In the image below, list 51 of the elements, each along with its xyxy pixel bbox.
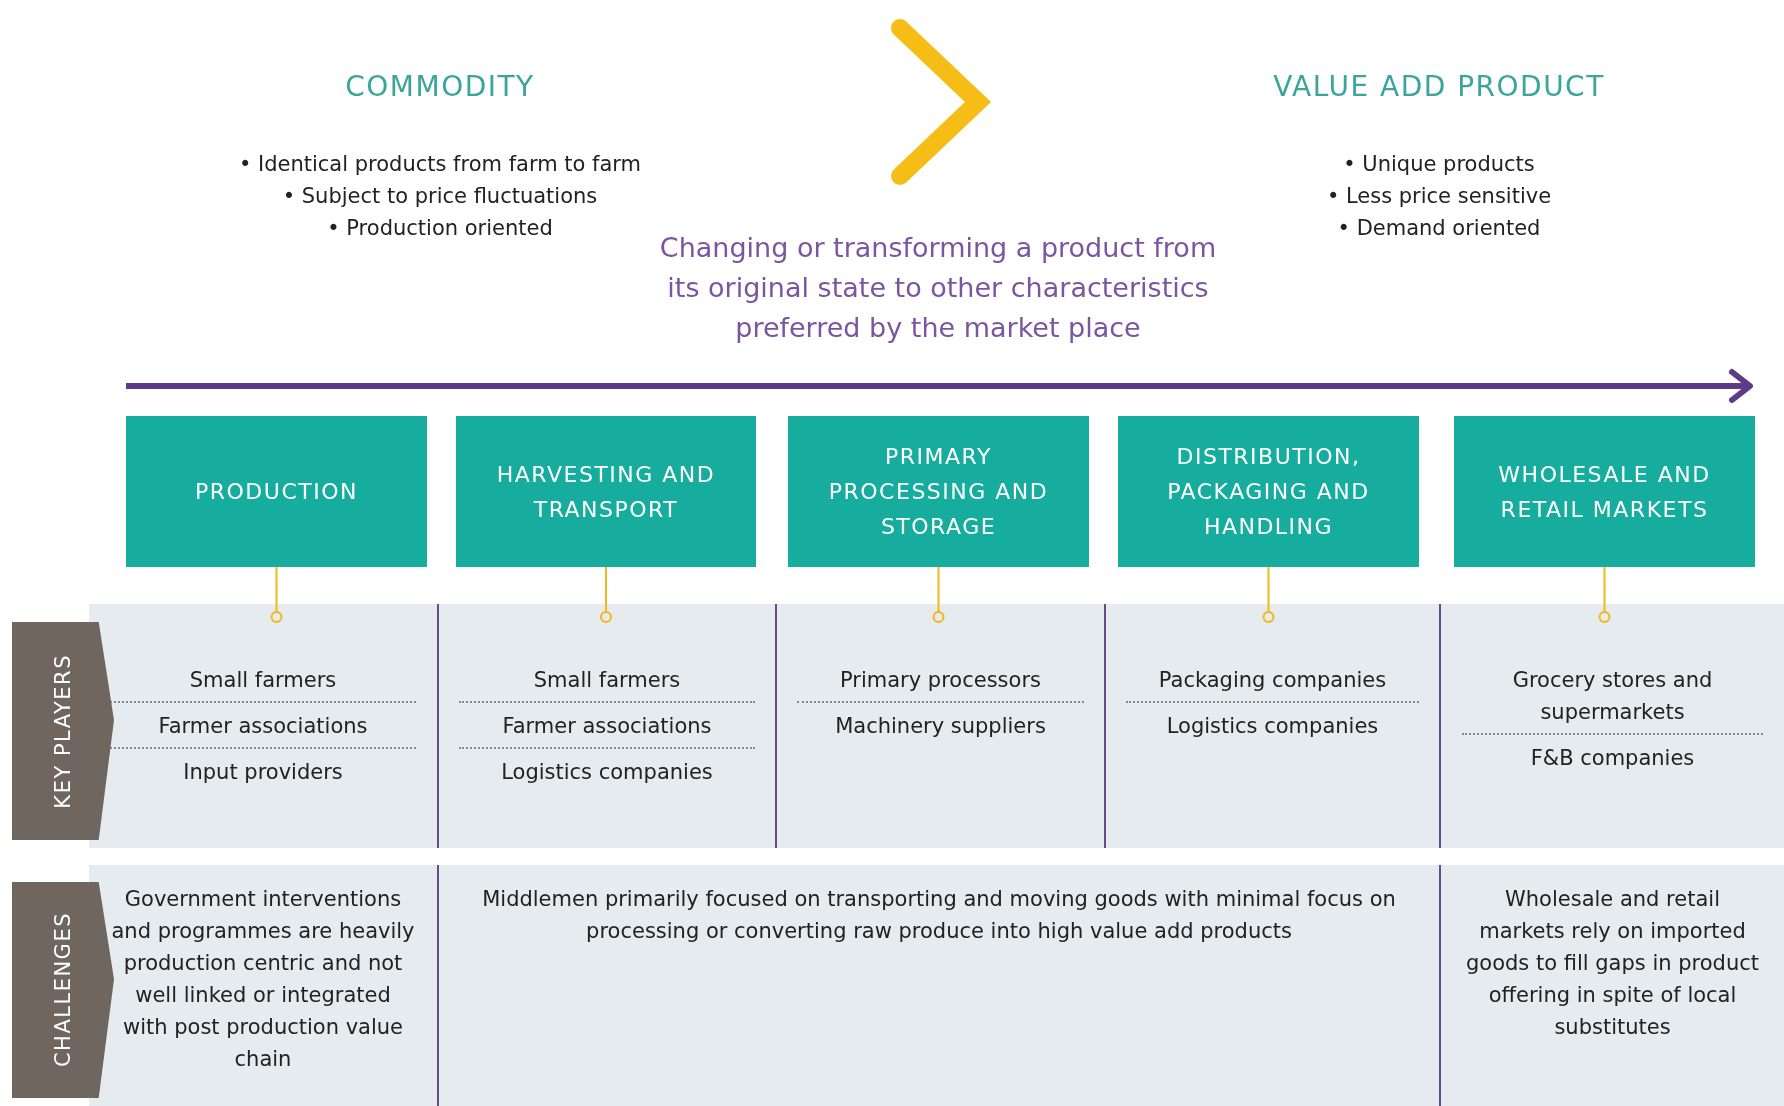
player-text: Logistics companies — [500, 759, 714, 786]
stage-box — [788, 416, 1089, 567]
stage-title: DISTRIBUTION, PACKAGING AND HANDLING — [1166, 443, 1371, 541]
leader-line — [600, 566, 612, 623]
bullet-item: • Unique products — [1342, 152, 1536, 176]
section-heading: COMMODITY — [344, 70, 536, 103]
stage-title: WHOLESALE AND RETAIL MARKETS — [1497, 460, 1712, 524]
bullet-item: • Production oriented — [326, 216, 554, 240]
leader-line — [270, 566, 283, 623]
leader-line — [1262, 566, 1275, 623]
player-text: Small farmers — [188, 667, 338, 694]
row-header-text: KEY PLAYERS — [51, 653, 75, 809]
key-players-panel — [775, 604, 1104, 848]
player-text: F&B companies — [1529, 745, 1696, 772]
key-players-panel — [89, 604, 437, 848]
row-header-tab — [12, 622, 114, 840]
stage-title: HARVESTING AND TRANSPORT — [495, 460, 717, 524]
key-players-panel — [1439, 604, 1784, 848]
player-text: Primary processors — [839, 667, 1042, 694]
challenge-text: Middlemen primarily focused on transporting and moving goods with minimal focus on processing or converting raw produce into high value add products — [481, 886, 1397, 945]
stage-box — [126, 416, 427, 567]
player-text: Machinery suppliers — [834, 713, 1047, 740]
stage-box — [1454, 416, 1755, 567]
player-text: Small farmers — [532, 667, 682, 694]
challenge-text: Government interventions and programmes are heavily production centric and not well linked or integrated with post production value chain — [110, 886, 416, 1073]
stage-box — [1118, 416, 1419, 567]
challenge-panel — [89, 865, 437, 1106]
stage-title: PRODUCTION — [194, 478, 359, 506]
bullet-item: • Identical products from farm to farm — [237, 152, 643, 176]
key-players-panel — [437, 604, 775, 848]
challenge-text: Wholesale and retail markets rely on imported goods to fill gaps in product offering in spite of local substitutes — [1464, 886, 1760, 1041]
leader-line — [1598, 566, 1611, 623]
row-header-tab — [12, 882, 114, 1098]
challenge-panel — [437, 865, 1439, 1106]
description-text: Changing or transforming a product from its original state to other characteristics preferred by the market place — [658, 231, 1218, 345]
bullet-item: • Demand oriented — [1336, 216, 1542, 240]
row-header-text: CHALLENGES — [51, 912, 75, 1068]
bullet-item: • Less price sensitive — [1325, 184, 1553, 208]
key-players-panel — [1104, 604, 1439, 848]
player-text: Logistics companies — [1165, 713, 1380, 740]
challenge-panel — [1439, 865, 1784, 1106]
player-text: Farmer associations — [501, 713, 713, 740]
player-text: Packaging companies — [1157, 667, 1388, 694]
player-text: Grocery stores and supermarkets — [1511, 667, 1714, 726]
section-heading: VALUE ADD PRODUCT — [1272, 70, 1606, 103]
player-text: Input providers — [182, 759, 344, 786]
player-text: Farmer associations — [157, 713, 369, 740]
stage-box — [456, 416, 756, 567]
leader-line — [932, 566, 945, 623]
bullet-item: • Subject to price fluctuations — [281, 184, 599, 208]
stage-title: PRIMARY PROCESSING AND STORAGE — [827, 443, 1050, 541]
